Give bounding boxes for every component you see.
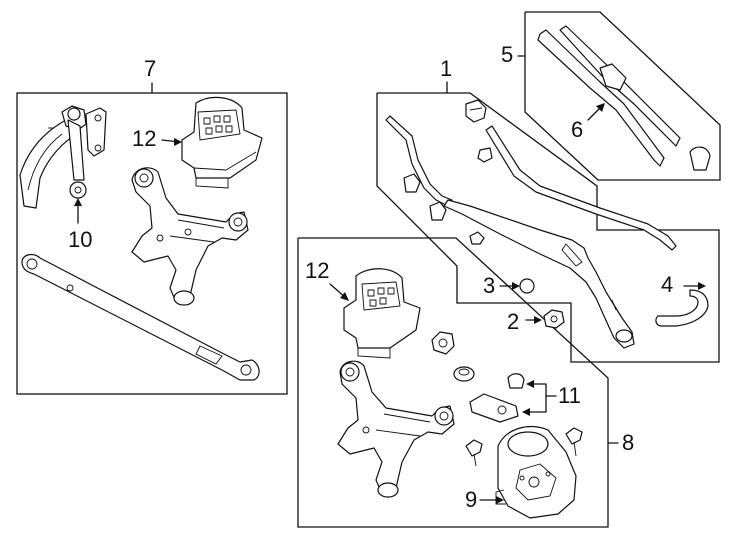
callout-9-label: 9 (465, 487, 478, 512)
group-8-box (297, 237, 609, 528)
wiper-arm-part (443, 199, 635, 349)
motor-cover-part-lower (343, 268, 421, 359)
small-fastener-parts (403, 147, 493, 245)
washer-hose-part (655, 289, 709, 327)
callout-7-label: 7 (144, 56, 157, 81)
callout-3-arrow (512, 282, 520, 290)
motor-cover-part-upper (181, 96, 263, 189)
callout-4-label: 4 (661, 272, 674, 297)
group-1-box (376, 92, 720, 363)
callout-9-arrow (496, 496, 504, 504)
callout-10-label: 10 (68, 227, 93, 252)
callout-6-arrow (596, 103, 605, 112)
callout-11-arrow-bottom (522, 408, 530, 416)
grommet-parts (431, 331, 475, 382)
arm-cap-part (465, 99, 487, 123)
group-5-box (524, 11, 721, 181)
callout-4-arrow (698, 282, 706, 290)
linkage-frame-part-lower (337, 360, 455, 498)
wiper-arm-rod-part (385, 115, 453, 207)
callout-3-label: 3 (483, 273, 496, 298)
bushing-parts (469, 373, 525, 423)
callout-11-leader-top (529, 383, 557, 397)
callout-11-arrow-top (526, 380, 534, 388)
callout-11-leader-bottom (525, 395, 547, 413)
callout-6-label: 6 (571, 117, 584, 142)
washer-part (519, 278, 535, 294)
callout-11-label: 11 (558, 383, 581, 408)
drive-link-rod-part (21, 253, 260, 381)
callout-12a-arrow (174, 138, 182, 146)
linkage-frame-part-upper (131, 167, 249, 306)
callout-2-label: 2 (507, 309, 520, 334)
callout-12a-label: 12 (132, 126, 157, 151)
pivot-bracket-part (19, 105, 107, 209)
wiper-blade-part (537, 25, 711, 171)
wiper-motor-part (495, 425, 577, 519)
callout-8-label: 8 (622, 430, 635, 455)
callout-12b-arrow (340, 292, 349, 301)
callout-12b-label: 12 (305, 258, 330, 283)
washer-rod-part (485, 125, 677, 251)
bolt-parts (465, 427, 583, 467)
callout-2-arrow (534, 316, 542, 324)
callout-10-arrow (74, 198, 82, 206)
callout-5-label: 5 (501, 42, 514, 67)
nut-part (543, 309, 565, 329)
callout-1-label: 1 (440, 56, 453, 81)
